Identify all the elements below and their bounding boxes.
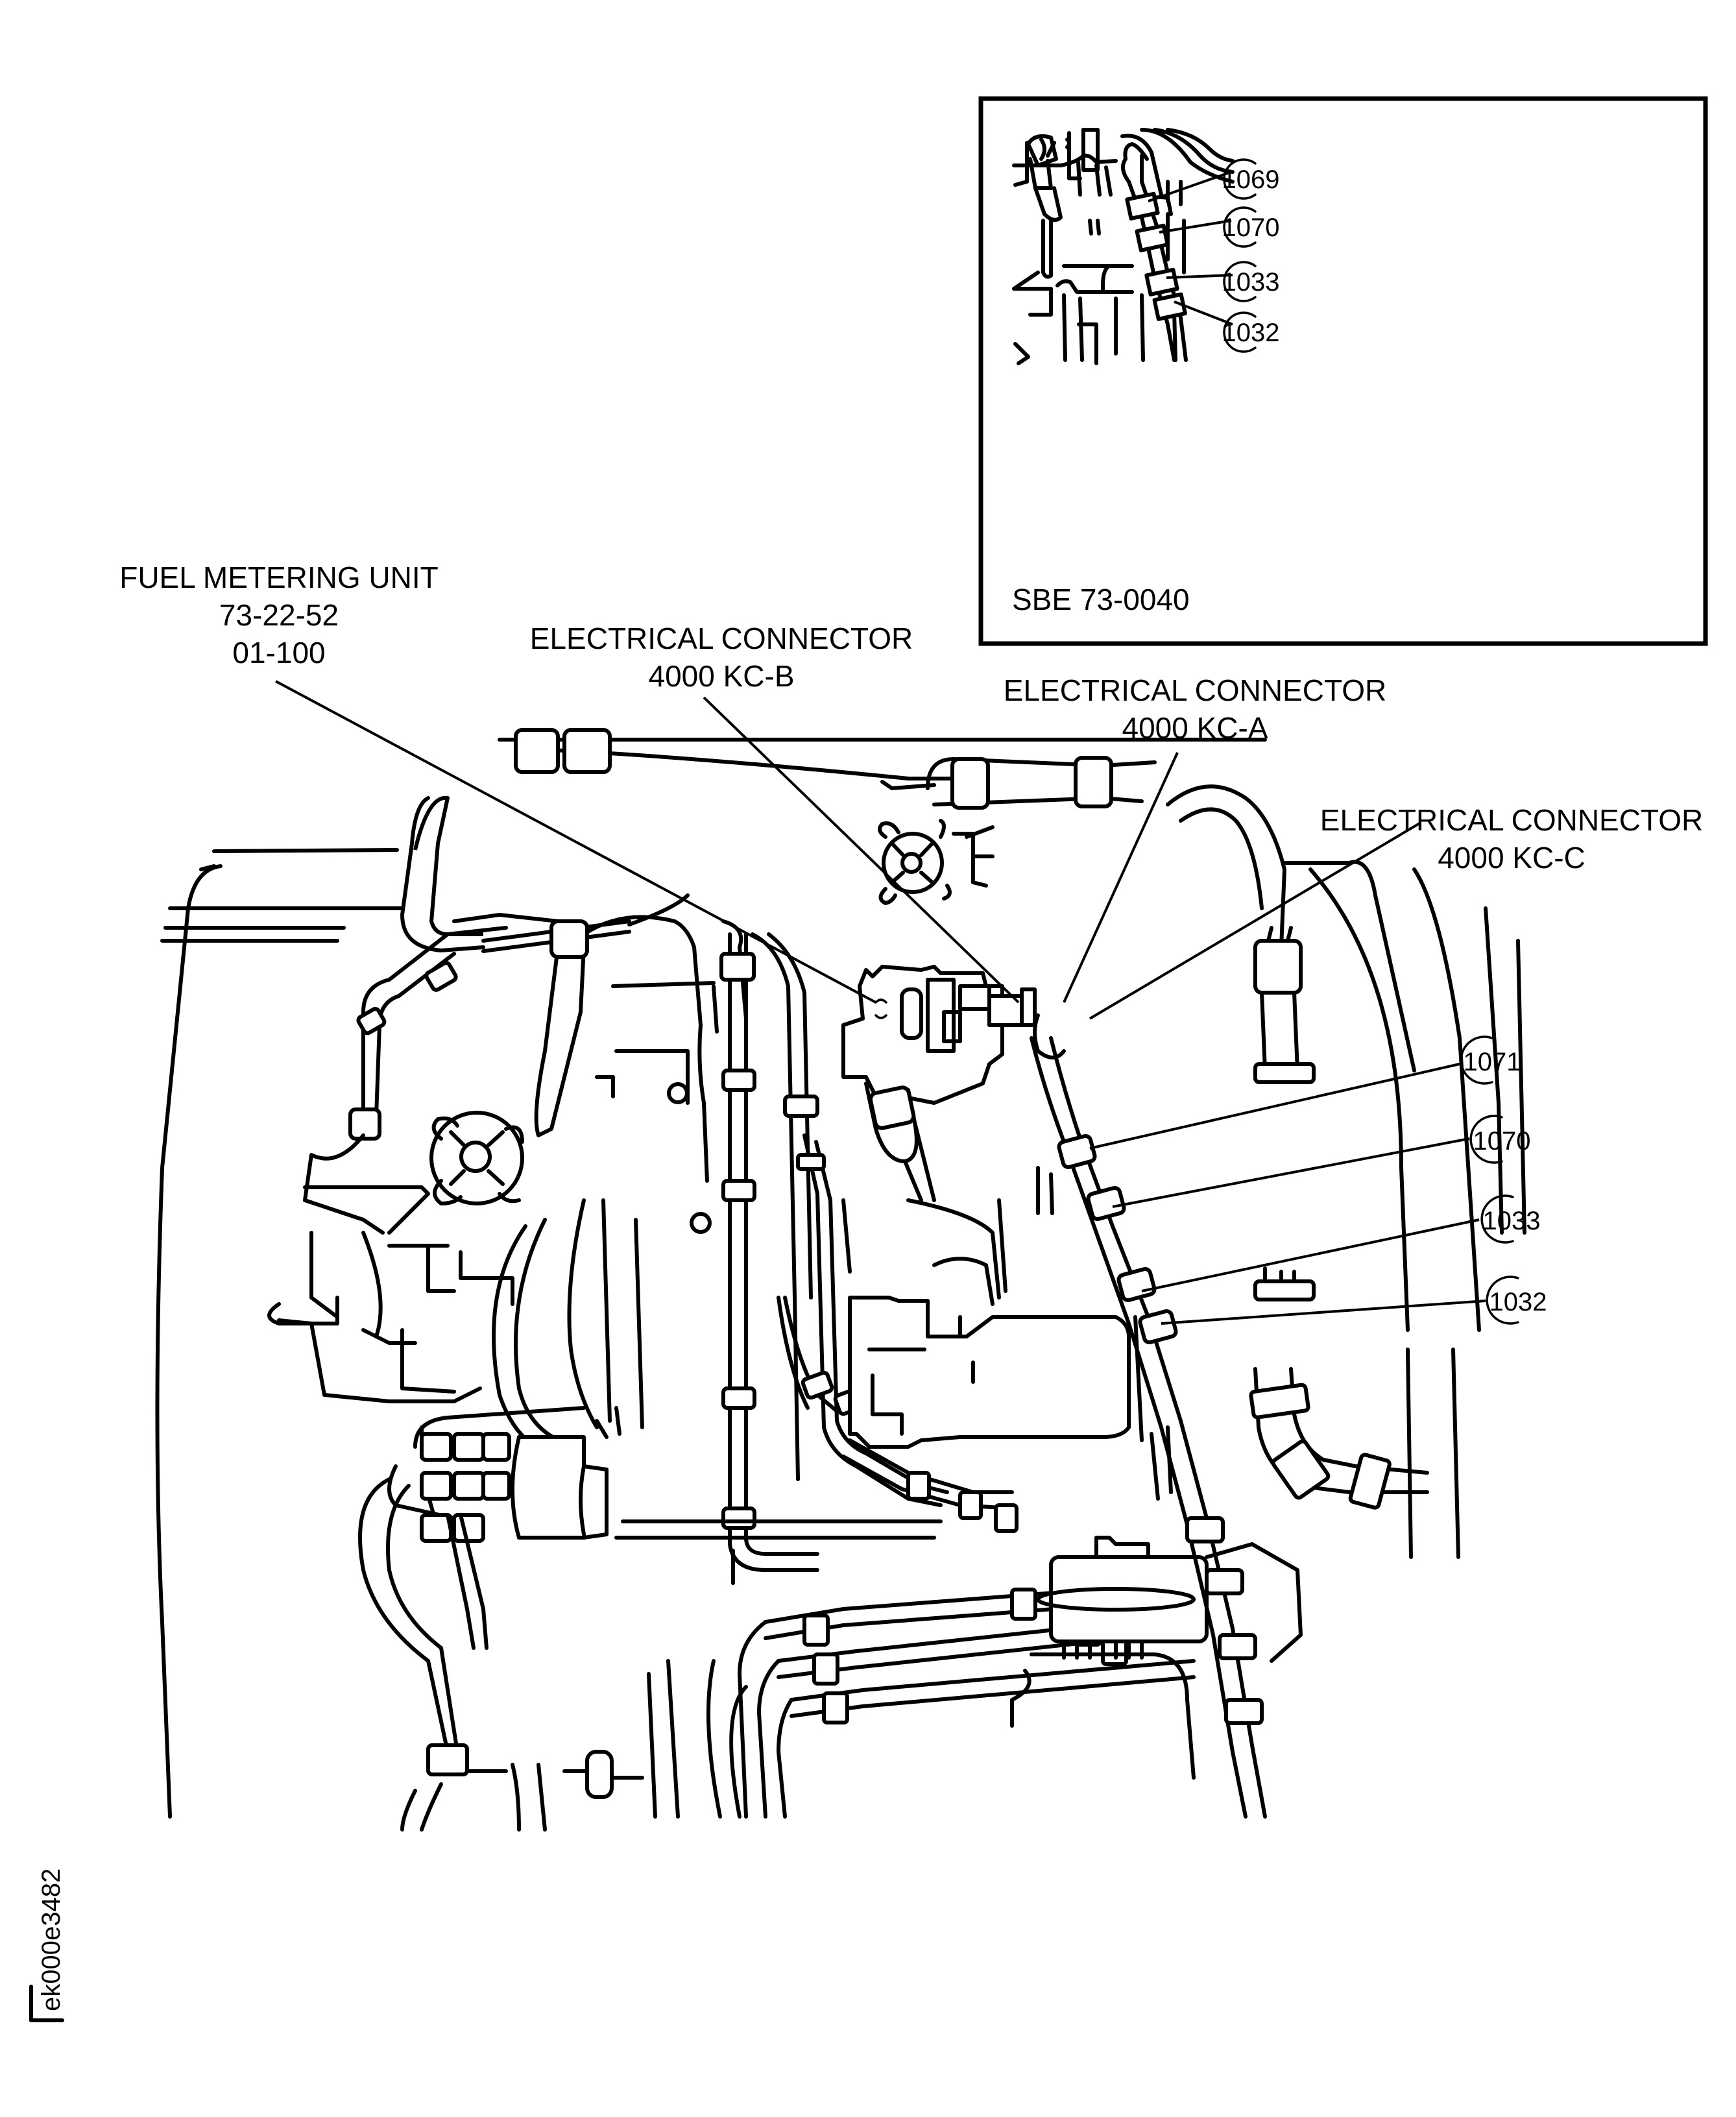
inset-frame bbox=[978, 96, 1708, 646]
inset-leader-lines bbox=[1148, 171, 1233, 326]
leader-connector-c bbox=[1089, 821, 1422, 1020]
inset-title: SBE 73-0040 bbox=[1012, 583, 1190, 616]
inset-callout-1032: 1032 bbox=[1222, 311, 1280, 353]
label-line: 4000 KC-C bbox=[1438, 841, 1585, 875]
leader-1071 bbox=[1089, 1063, 1460, 1150]
label-line: ELECTRICAL CONNECTOR bbox=[1320, 803, 1703, 837]
callout-1032: 1032 bbox=[1486, 1276, 1547, 1325]
wiring-harness bbox=[1030, 1013, 1267, 1819]
callout-1033: 1033 bbox=[1480, 1194, 1541, 1244]
leader-1032 bbox=[1161, 1300, 1486, 1325]
label-line: 73-22-52 bbox=[219, 598, 339, 632]
inset-callout-1033: 1033 bbox=[1222, 261, 1280, 302]
pump-lower-left bbox=[429, 1111, 524, 1205]
callout-1070: 1070 bbox=[1469, 1115, 1531, 1164]
pump-upper-right bbox=[878, 819, 995, 905]
leader-1033 bbox=[1141, 1218, 1480, 1292]
inset-callout-number: 1070 bbox=[1222, 213, 1280, 242]
figure-id: ek000e3482 bbox=[29, 1869, 66, 2022]
label-connector-a: ELECTRICAL CONNECTOR 4000 KC-A bbox=[1004, 673, 1386, 745]
main-leader-lines bbox=[275, 680, 1486, 1325]
label-connector-c: ELECTRICAL CONNECTOR 4000 KC-C bbox=[1320, 803, 1703, 875]
leader-fuel-metering-unit bbox=[275, 680, 876, 1004]
inset-callout-number: 1033 bbox=[1222, 268, 1280, 296]
inset-callout-number: 1032 bbox=[1222, 319, 1280, 347]
callout-number: 1070 bbox=[1473, 1127, 1531, 1155]
leader-connector-a bbox=[1063, 752, 1179, 1003]
callout-number: 1071 bbox=[1464, 1048, 1521, 1076]
inset-callout-number: 1069 bbox=[1222, 165, 1280, 194]
callout-number: 1033 bbox=[1483, 1207, 1541, 1235]
label-fuel-metering-unit: FUEL METERING UNIT 73-22-52 01-100 bbox=[119, 561, 439, 670]
callout-number: 1032 bbox=[1489, 1288, 1547, 1316]
leader-1070 bbox=[1112, 1137, 1470, 1208]
engine-line-drawing bbox=[155, 728, 1526, 1832]
inset-callout-1070: 1070 bbox=[1222, 206, 1280, 248]
label-line: ELECTRICAL CONNECTOR bbox=[1004, 673, 1386, 707]
label-line: 01-100 bbox=[232, 636, 325, 670]
label-line: FUEL METERING UNIT bbox=[119, 561, 439, 594]
inset-engine-sketch bbox=[1012, 128, 1235, 365]
inset-detail: 1069 1070 1033 1032 SBE 73-0040 bbox=[978, 96, 1708, 646]
figure-id-text: ek000e3482 bbox=[37, 1869, 66, 2011]
callout-1071: 1071 bbox=[1460, 1035, 1521, 1085]
label-line: 4000 KC-B bbox=[648, 659, 794, 693]
label-line: ELECTRICAL CONNECTOR bbox=[530, 622, 913, 655]
inset-callout-1069: 1069 bbox=[1222, 158, 1280, 200]
label-connector-b: ELECTRICAL CONNECTOR 4000 KC-B bbox=[530, 622, 913, 693]
leader-connector-b bbox=[703, 696, 1020, 1004]
